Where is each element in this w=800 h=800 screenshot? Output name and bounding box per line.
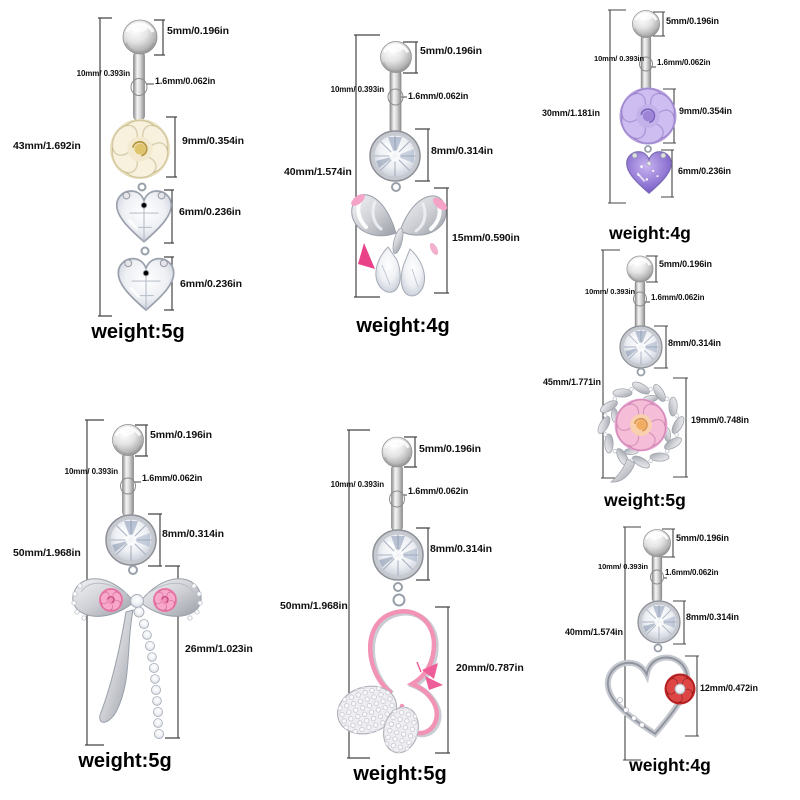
fig6-total-length-label: 50mm/1.968in bbox=[280, 600, 348, 612]
fig1-heart-bottom-size-label: 6mm/0.236in bbox=[180, 278, 242, 290]
fig3-ball-size-label: 5mm/0.196in bbox=[666, 16, 719, 26]
figure-4 bbox=[597, 249, 688, 483]
fig4-weight-label: weight:5g bbox=[604, 490, 686, 510]
fig7-total-length-label: 40mm/1.574in bbox=[565, 627, 623, 637]
fig2-weight-label: weight:4g bbox=[356, 315, 450, 337]
fig3-gauge-label: 1.6mm/0.062in bbox=[657, 58, 711, 67]
figure-7-dimension-lines bbox=[623, 526, 699, 761]
fig7-bar-length-label: 10mm/ 0.393in bbox=[598, 562, 648, 571]
figure-6 bbox=[336, 429, 450, 759]
fig1-weight-label: weight:5g bbox=[91, 321, 185, 343]
red-rose bbox=[664, 673, 696, 705]
fig3-weight-label: weight:4g bbox=[609, 223, 691, 243]
purple-heart-gem bbox=[626, 151, 672, 194]
fig7-ball-size-label: 5mm/0.196in bbox=[676, 533, 729, 543]
rose-wreath-charm bbox=[597, 381, 685, 483]
fig3-total-length-label: 30mm/1.181in bbox=[542, 108, 600, 118]
fig4-total-length-label: 45mm/1.771in bbox=[543, 377, 601, 387]
fig2-gauge-label: 1.6mm/0.062in bbox=[408, 91, 469, 101]
purple-rose-charm bbox=[619, 87, 677, 194]
fig6-weight-label: weight:5g bbox=[353, 763, 447, 785]
fig1-total-length-label: 43mm/1.692in bbox=[13, 140, 81, 152]
fig6-gauge-label: 1.6mm/0.062in bbox=[408, 486, 469, 496]
bow-charm bbox=[71, 578, 203, 740]
fig5-charm-size-label: 26mm/1.023in bbox=[185, 643, 253, 655]
fig1-bar-length-label: 10mm/ 0.393in bbox=[76, 69, 131, 78]
fig1-flower-size-label: 9mm/0.354in bbox=[182, 135, 244, 147]
figure-6-barbell bbox=[371, 435, 425, 607]
fig2-bar-length-label: 10mm/ 0.393in bbox=[330, 85, 385, 94]
fig5-gauge-label: 1.6mm/0.062in bbox=[142, 473, 203, 483]
figure-7-barbell bbox=[636, 528, 682, 653]
fig3-bar-length-label: 10mm/ 0.393in bbox=[594, 54, 644, 63]
figure-1 bbox=[98, 17, 177, 317]
fig5-bar-length-label: 10mm/ 0.393in bbox=[64, 467, 119, 476]
figure-5 bbox=[71, 419, 203, 746]
figure-3-barbell bbox=[631, 9, 661, 94]
fig4-gem-size-label: 8mm/0.314in bbox=[668, 338, 721, 348]
figure-2 bbox=[351, 34, 449, 298]
figure-2-barbell bbox=[368, 40, 422, 192]
fig7-weight-label: weight:4g bbox=[629, 755, 711, 775]
fig4-gauge-label: 1.6mm/0.062in bbox=[651, 293, 705, 302]
fig4-bar-length-label: 10mm/ 0.393in bbox=[585, 287, 635, 296]
fig1-heart-top-size-label: 6mm/0.236in bbox=[179, 206, 241, 218]
fig7-gem-size-label: 8mm/0.314in bbox=[686, 612, 739, 622]
fig6-charm-size-label: 20mm/0.787in bbox=[456, 662, 524, 674]
fig1-ball-size-label: 5mm/0.196in bbox=[167, 25, 229, 37]
fig5-weight-label: weight:5g bbox=[78, 750, 172, 772]
cream-rose-charm bbox=[110, 119, 173, 310]
fig3-flower-size-label: 9mm/0.354in bbox=[679, 106, 732, 116]
fig6-bar-length-label: 10mm/ 0.393in bbox=[330, 480, 385, 489]
fig2-total-length-label: 40mm/1.574in bbox=[284, 166, 352, 178]
pink-butterfly-heart-charm bbox=[336, 609, 443, 754]
figure-1-dimension-lines bbox=[98, 17, 177, 317]
figure-5-barbell bbox=[104, 423, 158, 575]
fig1-gauge-label: 1.6mm/0.062in bbox=[155, 76, 216, 86]
butterfly-charm bbox=[351, 194, 448, 297]
figure-4-dimension-lines bbox=[601, 249, 688, 479]
fig5-total-length-label: 50mm/1.968in bbox=[13, 547, 81, 559]
fig5-gem-size-label: 8mm/0.314in bbox=[162, 528, 224, 540]
figure-7 bbox=[605, 526, 699, 761]
heart-rose-charm bbox=[605, 655, 696, 739]
fig5-ball-size-label: 5mm/0.196in bbox=[150, 429, 212, 441]
fig2-gem-size-label: 8mm/0.314in bbox=[431, 145, 493, 157]
fig6-gem-size-label: 8mm/0.314in bbox=[430, 543, 492, 555]
figure-4-barbell bbox=[618, 254, 664, 377]
fig7-charm-size-label: 12mm/0.472in bbox=[700, 683, 758, 693]
fig7-gauge-label: 1.6mm/0.062in bbox=[665, 568, 719, 577]
figure-3 bbox=[608, 9, 677, 204]
fig4-ball-size-label: 5mm/0.196in bbox=[659, 259, 712, 269]
fig4-charm-size-label: 19mm/0.748in bbox=[691, 415, 749, 425]
fig6-ball-size-label: 5mm/0.196in bbox=[419, 443, 481, 455]
figure-6-dimension-lines bbox=[347, 429, 450, 759]
fig2-charm-size-label: 15mm/0.590in bbox=[452, 232, 520, 244]
figure-3-dimension-lines bbox=[608, 9, 676, 204]
fig2-ball-size-label: 5mm/0.196in bbox=[420, 45, 482, 57]
figure-2-dimension-lines bbox=[354, 34, 449, 298]
fig3-heart-size-label: 6mm/0.236in bbox=[678, 166, 731, 176]
